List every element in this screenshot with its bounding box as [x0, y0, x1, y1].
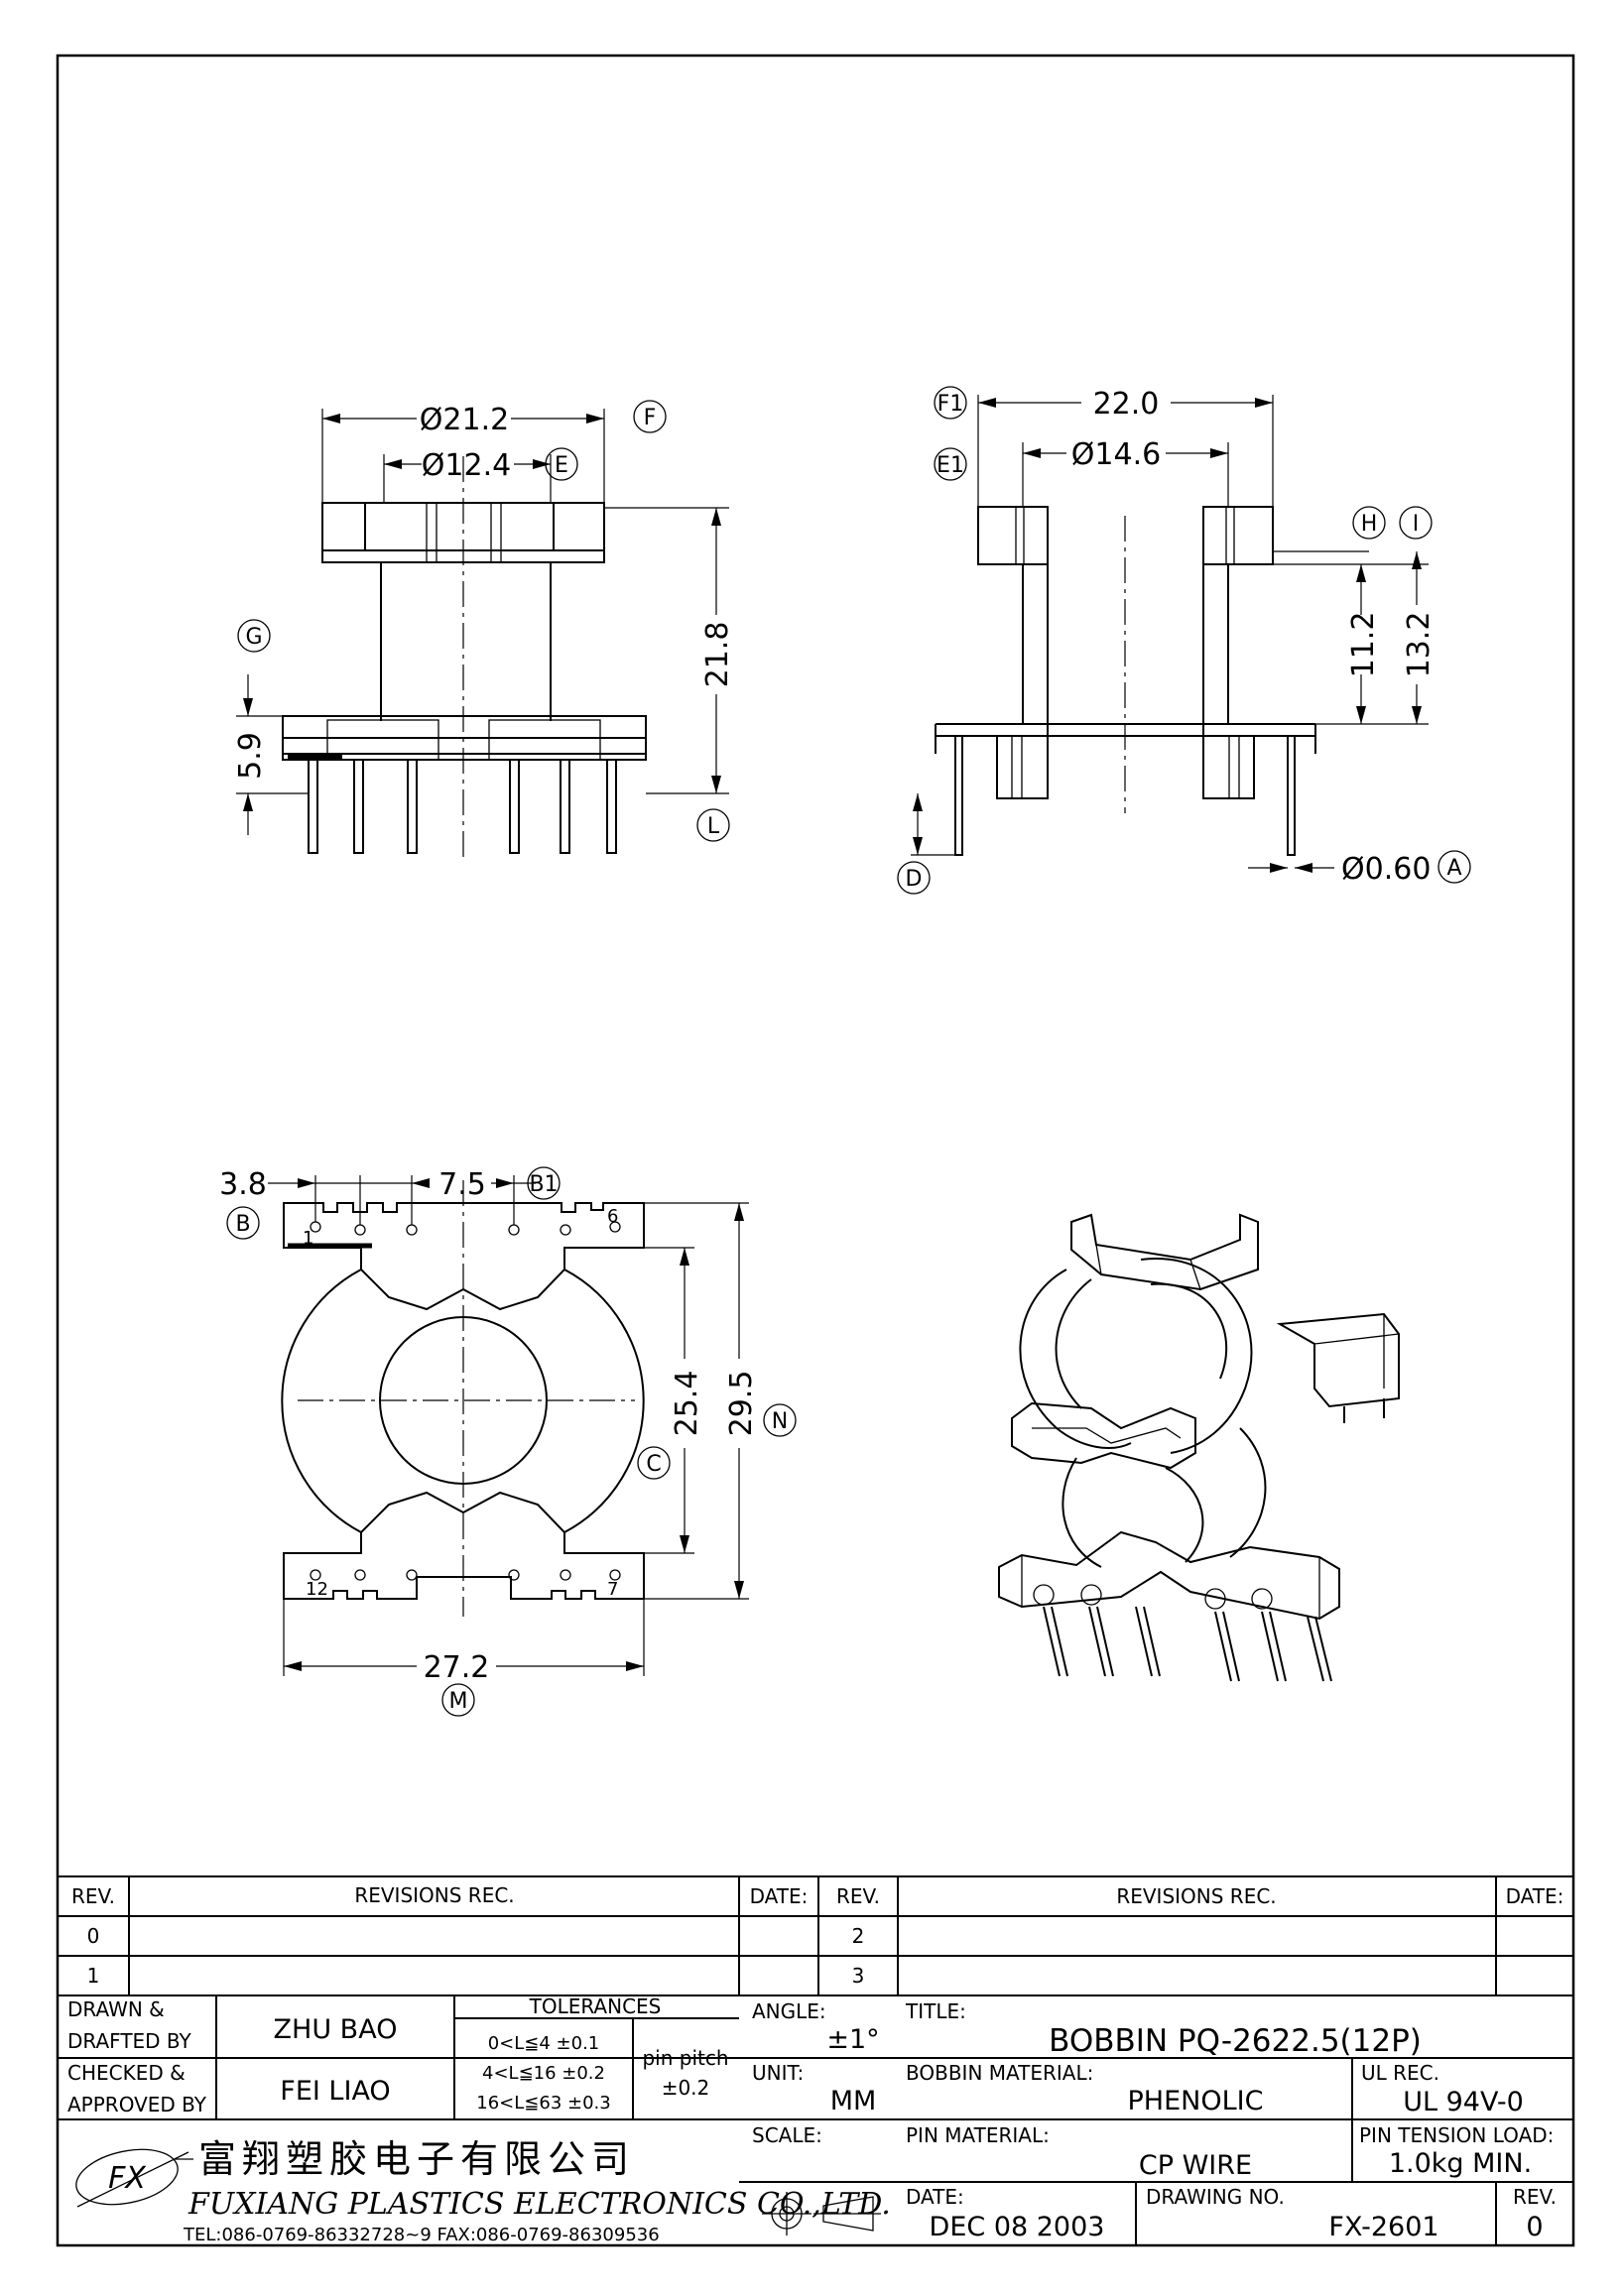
unit-value: MM	[830, 2086, 877, 2116]
tolerance-1: 0<L≦4 ±0.1	[488, 2033, 600, 2054]
callout-d: D	[906, 867, 923, 892]
dim-top-inner: Ø12.4	[422, 448, 511, 483]
callout-c: C	[646, 1452, 661, 1477]
sheet-border	[56, 54, 1575, 2247]
callout-e: E	[555, 453, 568, 478]
pin-tension-value: 1.0kg MIN.	[1389, 2148, 1532, 2179]
checked-label-2: APPROVED BY	[67, 2093, 207, 2116]
rev-date-header-right: DATE:	[1506, 1884, 1564, 1908]
drawing-no-label: DRAWING NO.	[1146, 2185, 1285, 2209]
company-logo-icon: FX	[75, 2148, 193, 2208]
pin-label-12: 12	[306, 1579, 328, 1600]
callout-f: F	[644, 406, 657, 430]
dim-height: 21.8	[700, 622, 735, 688]
title-label: TITLE:	[905, 1999, 966, 2023]
ul-rec-value: UL 94V-0	[1403, 2087, 1524, 2117]
scale-label: SCALE:	[752, 2123, 822, 2147]
pin-pitch-value: ±0.2	[662, 2076, 710, 2100]
pin-label-1: 1	[303, 1228, 313, 1249]
pin-tension-label: PIN TENSION LOAD:	[1359, 2123, 1554, 2147]
bobbin-material-label: BOBBIN MATERIAL:	[906, 2061, 1093, 2085]
rev-value: 0	[1526, 2212, 1543, 2242]
dim-side-h2: 13.2	[1402, 612, 1437, 678]
bottom-view: 1 6 7 12 3.8 7.5 25.4 29.5	[219, 1166, 797, 1717]
company-name-en: FUXIANG PLASTICS ELECTRONICS CO.,LTD.	[187, 2187, 891, 2222]
pin-pitch-label: pin pitch	[642, 2046, 728, 2070]
dim-gap: 7.5	[438, 1167, 486, 1202]
rev-header-right: REV.	[836, 1884, 880, 1908]
title-value: BOBBIN PQ-2622.5(12P)	[1049, 2023, 1422, 2059]
isometric-view	[998, 1213, 1400, 1682]
unit-label: UNIT:	[752, 2061, 804, 2085]
date-value: DEC 08 2003	[930, 2212, 1105, 2242]
dim-side-width: 22.0	[1093, 387, 1160, 422]
revisions-table: REV. REVISIONS REC. DATE: REV. REVISIONS…	[58, 1875, 1573, 1996]
drawn-by: ZHU BAO	[274, 2014, 398, 2045]
rev-left-1: 1	[87, 1964, 100, 1988]
front-view: Ø21.2 Ø12.4 21.8 5.9 F E G L	[233, 400, 735, 863]
rev-label: REV.	[1513, 2185, 1557, 2209]
dim-pitch: 3.8	[219, 1167, 267, 1202]
dim-width: 27.2	[424, 1650, 490, 1685]
rev-header-left: REV.	[71, 1884, 115, 1908]
pin-material-value: CP WIRE	[1139, 2150, 1252, 2181]
company-contact: TEL:086-0769-86332728~9 FAX:086-0769-863…	[183, 2225, 660, 2245]
callout-l: L	[707, 814, 720, 839]
callout-i: I	[1413, 512, 1420, 537]
angle-value: ±1°	[826, 2024, 879, 2055]
dim-side-h1: 11.2	[1346, 612, 1381, 678]
callout-b: B	[235, 1212, 250, 1237]
projection-symbol-icon	[762, 2192, 881, 2236]
angle-label: ANGLE:	[752, 1999, 826, 2023]
callout-a: A	[1446, 856, 1461, 881]
callout-b1: B1	[529, 1172, 558, 1197]
dim-pin: Ø0.60	[1341, 852, 1431, 887]
rev-right-1: 3	[852, 1964, 865, 1988]
callout-n: N	[772, 1409, 788, 1434]
drawn-label-2: DRAFTED BY	[67, 2029, 192, 2053]
ul-rec-label: UL REC.	[1361, 2061, 1439, 2085]
callout-e1: E1	[937, 453, 964, 478]
rev-rec-header-right: REVISIONS REC.	[1116, 1884, 1276, 1908]
bobbin-material-value: PHENOLIC	[1128, 2086, 1264, 2116]
rev-date-header-left: DATE:	[750, 1884, 809, 1908]
dim-side-inner: Ø14.6	[1071, 437, 1161, 472]
callout-f1: F1	[937, 392, 964, 417]
dim-top-outer: Ø21.2	[420, 403, 509, 437]
drawn-label-1: DRAWN &	[67, 1997, 165, 2021]
svg-text:FX: FX	[108, 2161, 147, 2196]
tolerance-2: 4<L≦16 ±0.2	[482, 2063, 605, 2084]
callout-g: G	[245, 625, 262, 650]
drawing-no-value: FX-2601	[1328, 2212, 1438, 2242]
date-label: DATE:	[906, 2185, 964, 2209]
pin-material-label: PIN MATERIAL:	[906, 2123, 1050, 2147]
tolerance-3: 16<L≦63 ±0.3	[476, 2093, 610, 2114]
callout-m: M	[449, 1689, 468, 1714]
dim-inner-length: 25.4	[670, 1371, 704, 1437]
pin-label-6: 6	[607, 1206, 618, 1227]
dim-base: 5.9	[233, 732, 268, 780]
dim-outer-length: 29.5	[724, 1371, 759, 1437]
company-name-cn: 富翔塑胶电子有限公司	[198, 2137, 635, 2181]
rev-rec-header-left: REVISIONS REC.	[354, 1883, 514, 1907]
pin-label-7: 7	[607, 1579, 618, 1600]
side-view: 22.0 Ø14.6 11.2 13.2 Ø0.60	[897, 386, 1471, 895]
checked-label-1: CHECKED &	[67, 2061, 186, 2085]
rev-left-0: 0	[87, 1924, 100, 1948]
checked-by: FEI LIAO	[280, 2076, 390, 2107]
rev-right-0: 2	[852, 1924, 865, 1948]
title-block: DRAWN & DRAFTED BY ZHU BAO CHECKED & APP…	[58, 1994, 1573, 2245]
callout-h: H	[1361, 512, 1378, 537]
tolerances-label: TOLERANCES	[529, 1994, 662, 2018]
